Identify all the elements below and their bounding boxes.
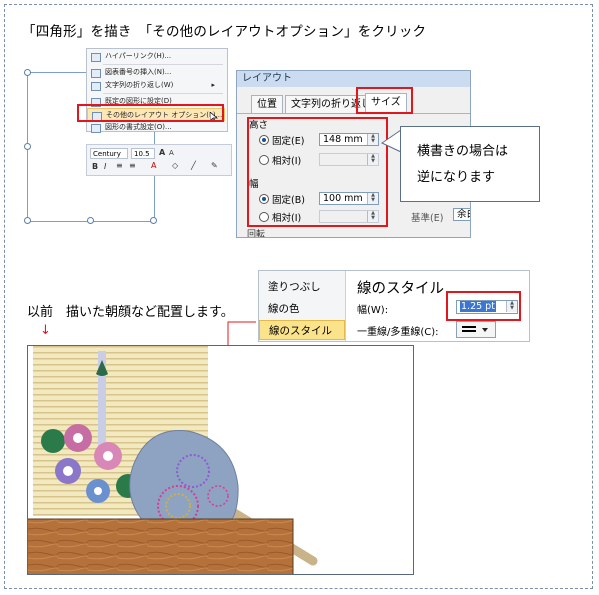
rotate-section-label: 回転: [247, 230, 266, 238]
resize-handle[interactable]: [24, 217, 31, 224]
resize-handle[interactable]: [24, 69, 31, 76]
tab-divider: [237, 113, 470, 114]
fill-color-button[interactable]: ◇: [172, 161, 179, 170]
default-shape-icon: [91, 98, 101, 107]
font-size-value: 10.5: [134, 150, 150, 158]
mini-toolbar: Century 10.5 A A B I ≡ ≡ A ◇ ╱ ✎: [86, 144, 232, 176]
resize-handle[interactable]: [150, 217, 157, 224]
morning-glory-flowers: [41, 424, 140, 503]
line-width-label: 幅(W):: [357, 305, 389, 316]
height-value-input[interactable]: 148 mm ▲▼: [319, 133, 379, 146]
line-color-button[interactable]: ╱: [191, 161, 196, 170]
height-value: 148 mm: [323, 134, 363, 145]
highlight-box-line-width: [446, 291, 521, 321]
menu-item-insert-caption[interactable]: 図表番号の挿入(N)...: [87, 66, 225, 79]
menu-item-hyperlink[interactable]: ハイパーリンク(H)...: [87, 50, 225, 63]
resize-handle[interactable]: [87, 217, 94, 224]
instruction-text: 「四角形」を描き 「その他のレイアウトオプション」をクリック: [22, 24, 427, 40]
menu-separator: [103, 64, 223, 65]
shrink-font-button[interactable]: A: [169, 149, 174, 157]
width-section-label: 幅: [249, 179, 259, 190]
callout-pointer: [381, 129, 402, 153]
tab-size[interactable]: サイズ: [365, 93, 407, 114]
spin-arrows-icon[interactable]: ▲▼: [506, 301, 517, 312]
caption-icon: [91, 69, 101, 78]
height-relative-radio[interactable]: [259, 155, 269, 165]
tab-position[interactable]: 位置: [251, 95, 283, 114]
base-value: 余白: [457, 209, 470, 220]
menu-item-label: 文字列の折り返し(W): [105, 81, 174, 89]
page-frame: [4, 4, 593, 589]
compound-line-icon: [462, 326, 488, 332]
font-size-select[interactable]: 10.5: [131, 148, 155, 159]
morning-glory-illustration: [28, 346, 318, 574]
grow-font-button[interactable]: A: [159, 148, 166, 157]
format-shape-panel: 塗りつぶし 線の色 線のスタイル 線のスタイル 幅(W): 1.25 pt▲▼ …: [258, 270, 530, 342]
format-category-list: 塗りつぶし 線の色 線のスタイル: [259, 271, 346, 341]
spin-arrows-icon: ▲▼: [367, 211, 378, 222]
category-line-style[interactable]: 線のスタイル: [259, 320, 345, 340]
wooden-shelf: [28, 518, 294, 574]
line-style-heading: 線のスタイル: [357, 281, 444, 297]
spin-arrows-icon: ▲▼: [367, 154, 378, 165]
menu-item-text-wrap[interactable]: 文字列の折り返し(W) ▸: [87, 79, 225, 92]
illustration-canvas[interactable]: [27, 345, 414, 575]
menu-separator: [103, 93, 223, 94]
category-line-color[interactable]: 線の色: [268, 303, 300, 315]
submenu-arrow-icon: ▸: [211, 81, 215, 89]
menu-item-set-default-shape[interactable]: 既定の図形に設定(D): [87, 95, 225, 108]
bold-button[interactable]: B: [92, 162, 99, 171]
line-width-value: 1.25 pt: [460, 301, 496, 312]
font-color-button[interactable]: A: [151, 161, 157, 170]
spin-arrows-icon[interactable]: ▲▼: [367, 193, 378, 204]
callout-line-1: 横書きの場合は: [417, 144, 509, 159]
width-relative-radio[interactable]: [259, 212, 269, 222]
bottom-caption: 以前 描いた朝顔など配置します。: [27, 305, 234, 320]
spin-arrows-icon[interactable]: ▲▼: [367, 134, 378, 145]
height-section-label: 高さ: [249, 120, 269, 131]
height-fixed-radio[interactable]: [259, 135, 269, 145]
center-align-button[interactable]: ≡: [116, 161, 123, 170]
height-relative-label: 相対(I): [272, 156, 302, 167]
format-painter-icon[interactable]: ✎: [211, 161, 218, 170]
right-align-button[interactable]: ≡: [129, 161, 136, 170]
font-name-value: Century: [93, 150, 121, 158]
menu-item-label: ハイパーリンク(H)...: [105, 52, 172, 60]
width-relative-label: 相対(I): [272, 213, 302, 224]
italic-button[interactable]: I: [104, 162, 107, 171]
context-menu: ハイパーリンク(H)... 図表番号の挿入(N)... 文字列の折り返し(W) ▸…: [86, 48, 228, 134]
callout-joint: [401, 140, 402, 160]
menu-item-label: 既定の図形に設定(D): [105, 97, 172, 105]
width-fixed-label: 固定(B): [272, 195, 305, 206]
base-label: 基準(E): [411, 213, 444, 224]
base-select[interactable]: 余白: [453, 208, 470, 221]
height-fixed-label: 固定(E): [272, 136, 305, 147]
category-fill[interactable]: 塗りつぶし: [268, 281, 321, 293]
width-relative-input: ▲▼: [319, 210, 379, 223]
width-value: 100 mm: [323, 193, 363, 204]
font-name-select[interactable]: Century: [90, 148, 128, 159]
line-width-input[interactable]: 1.25 pt ▲▼: [456, 300, 518, 314]
wrap-icon: [91, 82, 101, 91]
menu-item-label: その他のレイアウト オプション(L)...: [106, 111, 223, 119]
height-relative-input: ▲▼: [319, 153, 379, 166]
highlight-box-layout-option: [77, 104, 224, 122]
highlight-box-size-settings: [247, 117, 388, 227]
compound-type-label: 一重線/多重線(C):: [357, 327, 439, 338]
menu-item-format-shape[interactable]: 図形の書式設定(O)...: [87, 121, 225, 134]
format-shape-icon: [91, 124, 101, 133]
callout-line-2: 逆になります: [417, 170, 496, 185]
width-value-input[interactable]: 100 mm ▲▼: [319, 192, 379, 205]
highlight-box-size-tab: [356, 87, 413, 114]
width-fixed-radio[interactable]: [259, 194, 269, 204]
wind-chime-bell: [96, 360, 108, 376]
menu-item-label: 図形の書式設定(O)...: [105, 123, 172, 131]
note-callout: 横書きの場合は 逆になります: [400, 126, 540, 202]
resize-handle[interactable]: [24, 143, 31, 150]
down-arrow-icon: ↓: [40, 323, 51, 338]
menu-item-label: 図表番号の挿入(N)...: [105, 68, 172, 76]
dialog-title: レイアウト: [237, 71, 470, 87]
hyperlink-icon: [91, 53, 101, 62]
compound-type-select[interactable]: [456, 321, 496, 338]
